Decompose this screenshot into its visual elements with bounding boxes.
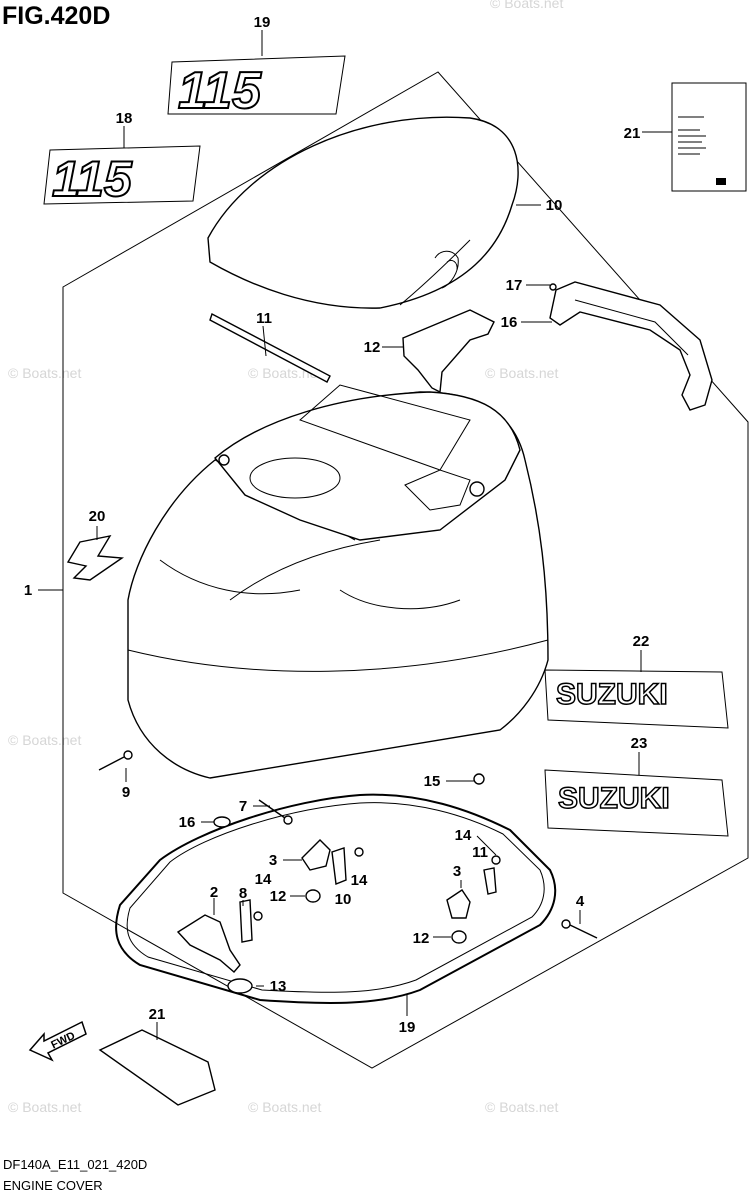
- watermark: © Boats.net: [485, 1099, 558, 1115]
- callout-label: 14: [255, 871, 272, 888]
- callout-label: 4: [576, 893, 585, 910]
- callout-label: 10: [335, 891, 352, 908]
- callout-label: 12: [364, 339, 381, 356]
- callout-label: 14: [351, 872, 368, 889]
- callout-label: 2: [210, 884, 218, 901]
- owners-manual: [671, 82, 747, 192]
- callout-label: 7: [239, 798, 247, 815]
- decal-text: SUZUKI: [556, 678, 668, 711]
- decal-suzuki-upper: SUZUKI: [544, 669, 729, 729]
- figure-name: ENGINE COVER: [3, 1178, 103, 1193]
- watermark: © Boats.net: [248, 1099, 321, 1115]
- watermark: © Boats.net: [490, 0, 563, 11]
- callout-label: 11: [472, 844, 488, 861]
- callout-label: 11: [256, 310, 272, 327]
- callout-label: 15: [424, 773, 441, 790]
- upper-cover: [207, 116, 519, 309]
- fwd-label: FWD: [49, 1030, 77, 1052]
- carry-handle: [549, 281, 713, 411]
- callout-label: 16: [179, 814, 196, 831]
- hardware: [98, 750, 598, 1106]
- callout-label: 14: [455, 827, 472, 844]
- figure-title: FIG.420D: [2, 2, 111, 30]
- decal-text: 115: [52, 151, 133, 207]
- decal-115-upper: 115: [167, 55, 346, 121]
- callout-label: 12: [270, 888, 287, 905]
- watermark: © Boats.net: [8, 732, 81, 748]
- callout-label: 1: [24, 582, 32, 599]
- callout-label: 21: [149, 1006, 166, 1023]
- callout-label: 21: [624, 125, 641, 142]
- decal-text: 115: [178, 62, 262, 120]
- callout-label: 8: [239, 885, 247, 902]
- watermark: © Boats.net: [485, 365, 558, 381]
- callout-label: 23: [631, 735, 648, 752]
- decal-text: SUZUKI: [558, 782, 670, 815]
- callouts: 19 18 21 10 17 16 11 12 20 1 22 23 9 15 …: [24, 14, 650, 1036]
- watermark: © Boats.net: [8, 1099, 81, 1115]
- callout-label: 16: [501, 314, 518, 331]
- callout-label: 17: [506, 277, 523, 294]
- callout-label: 20: [89, 508, 106, 525]
- rear-bracket: [402, 309, 495, 394]
- fwd-arrow-icon: FWD: [28, 1020, 87, 1062]
- callout-label: 22: [633, 633, 650, 650]
- callout-label: 3: [453, 863, 461, 880]
- decal-115-lower: 115: [43, 145, 201, 208]
- callout-label: 19: [399, 1019, 416, 1036]
- callout-label: 19: [254, 14, 271, 31]
- callout-label: 9: [122, 784, 130, 801]
- lower-engine-cover: [127, 384, 549, 779]
- watermark: © Boats.net: [8, 365, 81, 381]
- suzuki-s-logo-icon: [66, 535, 125, 581]
- leader-lines: [38, 30, 672, 1040]
- seal-strip: [209, 312, 331, 383]
- screw: [549, 283, 557, 291]
- callout-label: 3: [269, 852, 277, 869]
- callout-label: 12: [413, 930, 430, 947]
- decal-suzuki-lower: SUZUKI: [544, 769, 729, 837]
- figure-code: DF140A_E11_021_420D: [3, 1157, 148, 1172]
- assembly-outline: [62, 71, 749, 1069]
- callout-label: 13: [270, 978, 287, 995]
- callout-label: 10: [546, 197, 563, 214]
- callout-label: 18: [116, 110, 133, 127]
